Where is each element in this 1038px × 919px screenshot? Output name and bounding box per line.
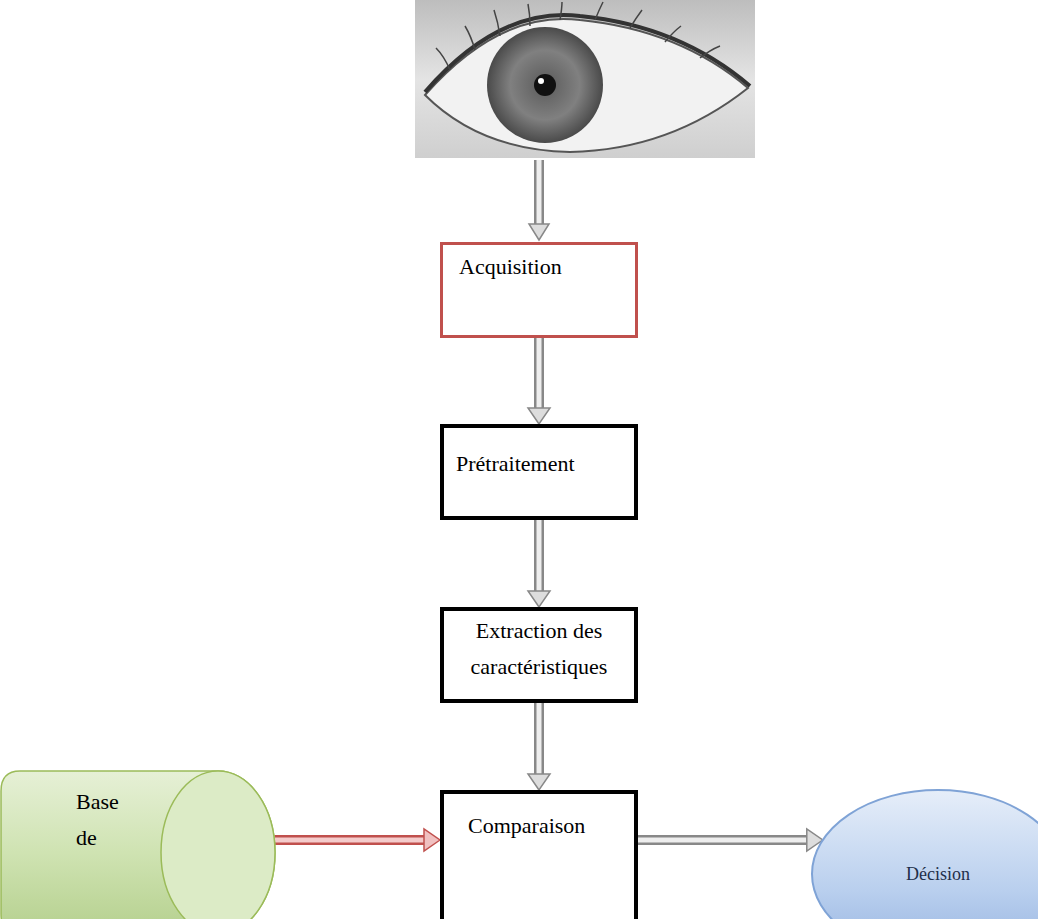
block-arrow: [638, 829, 823, 851]
arrow-shaft: [534, 338, 544, 410]
eye-pupil: [534, 74, 556, 96]
block-arrow: [274, 829, 440, 851]
node-label: Extraction des caractéristiques: [453, 613, 625, 685]
eyelid: [425, 15, 750, 92]
arrow-shaft-inner: [638, 838, 809, 843]
block-arrow: [528, 520, 550, 607]
process-box: Extraction des caractéristiques: [440, 607, 638, 703]
arrow-shaft-inner: [274, 838, 426, 843]
arrow-shaft: [638, 835, 809, 845]
eye-iris: [487, 27, 603, 143]
arrow-shaft-inner: [537, 338, 542, 410]
arrow-shaft-inner: [537, 520, 542, 593]
eye-white: [425, 19, 748, 152]
arrow-head: [424, 829, 440, 851]
arrow-shaft-inner: [537, 703, 542, 776]
arrow-shaft: [534, 703, 544, 776]
eyelashes: [436, 2, 720, 70]
node-label: Prétraitement: [456, 446, 624, 482]
node-label: Décision: [850, 862, 1026, 886]
arrow-head: [528, 591, 550, 607]
node-label: Comparaison: [468, 808, 624, 844]
process-box: Acquisition: [440, 242, 638, 338]
decision-ellipse: Décision: [810, 788, 1038, 919]
arrow-head: [528, 774, 550, 790]
block-arrow: [529, 160, 549, 240]
arrow-shaft: [534, 520, 544, 593]
process-box: Comparaison: [440, 790, 638, 919]
eye-highlight: [538, 78, 544, 84]
node-label: Acquisition: [459, 249, 625, 285]
cylinder-outline: [0, 770, 278, 919]
arrow-shaft: [274, 835, 426, 845]
arrow-head: [528, 408, 550, 424]
ellipse-outline: [810, 788, 1038, 919]
database-cylinder: Base de: [0, 770, 278, 919]
block-arrow: [528, 338, 550, 424]
eye-photo: [415, 0, 755, 158]
block-arrow: [528, 703, 550, 790]
process-box: Prétraitement: [440, 424, 638, 520]
node-label: Base de: [76, 784, 136, 856]
